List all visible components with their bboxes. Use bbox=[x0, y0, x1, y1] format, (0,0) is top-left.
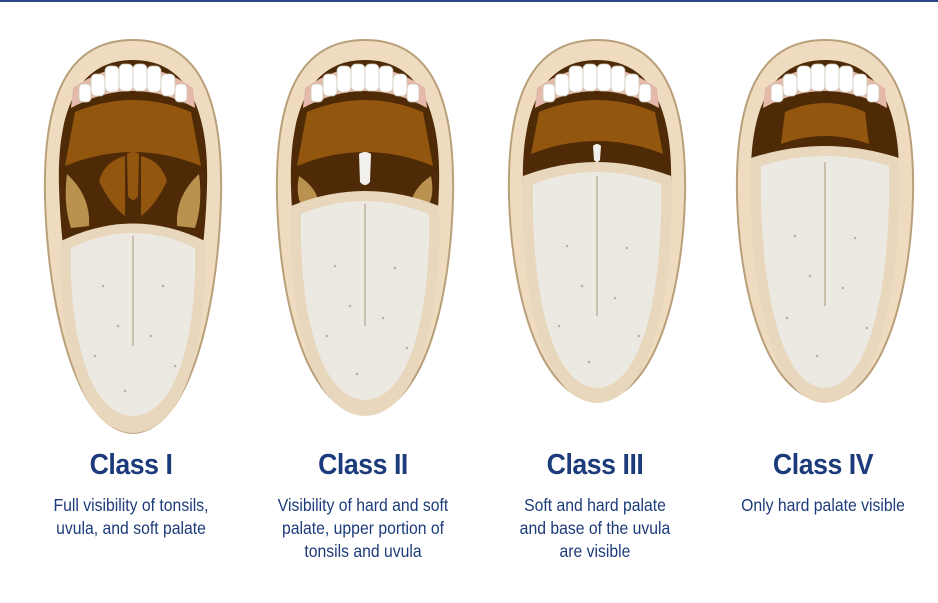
class-3-title: Class III bbox=[489, 449, 701, 482]
class-1-panel: Class I Full visibility of tonsils, uvul… bbox=[16, 0, 246, 603]
class-4-panel: Class IV Only hard palate visible bbox=[708, 0, 938, 603]
class-1-description: Full visibility of tonsils, uvula, and s… bbox=[28, 494, 235, 540]
class-4-mouth-illustration bbox=[725, 36, 925, 436]
class-4-description: Only hard palate visible bbox=[720, 494, 927, 517]
class-2-mouth-illustration bbox=[265, 36, 465, 436]
class-2-title: Class II bbox=[257, 449, 469, 482]
class-3-description: Soft and hard palate and base of the uvu… bbox=[492, 494, 699, 563]
class-4-title: Class IV bbox=[717, 449, 929, 482]
class-1-title: Class I bbox=[25, 449, 237, 482]
class-2-description: Visibility of hard and soft palate, uppe… bbox=[260, 494, 467, 563]
class-2-panel: Class II Visibility of hard and soft pal… bbox=[248, 0, 478, 603]
class-3-panel: Class III Soft and hard palate and base … bbox=[480, 0, 710, 603]
class-3-mouth-illustration bbox=[497, 36, 697, 436]
class-1-mouth-illustration bbox=[33, 36, 233, 436]
